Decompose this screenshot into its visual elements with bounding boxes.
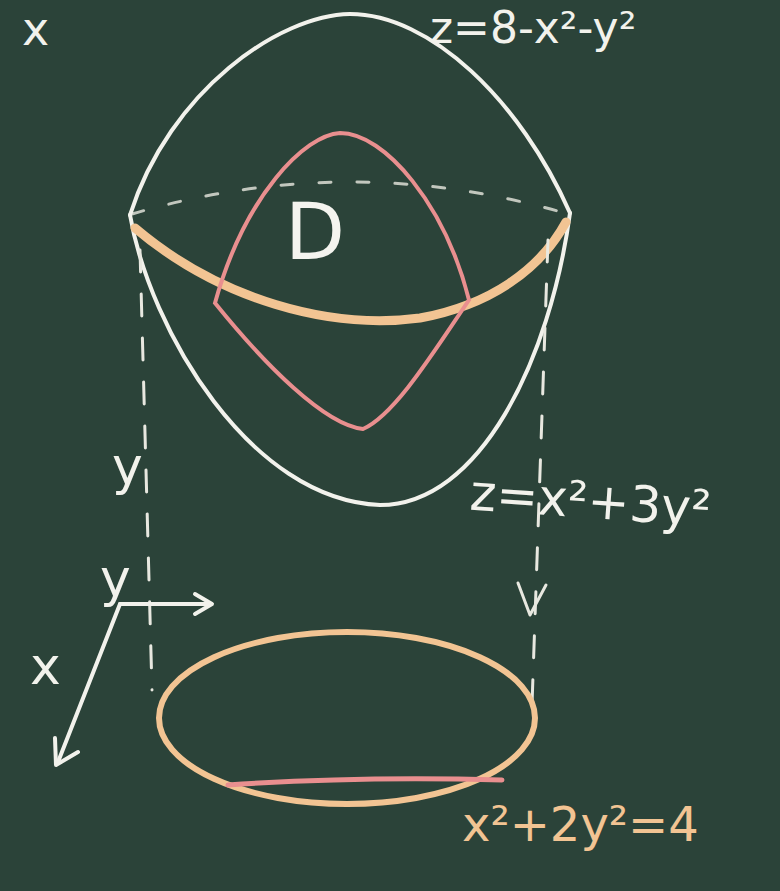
region-outline: D — [205, 125, 480, 437]
axis-label: x — [30, 640, 61, 692]
surface-equation: z=8-x²-y² — [430, 6, 636, 50]
region-label: D — [285, 193, 345, 271]
axis-label: y — [100, 552, 131, 604]
curve-equation: x²+2y²=4 — [462, 800, 699, 848]
axis-label: y — [112, 440, 143, 492]
region-shape — [205, 125, 480, 437]
surface-equation: z=x²+3y² — [469, 468, 713, 535]
region-border — [215, 133, 469, 429]
axis-fragment: x — [22, 6, 49, 52]
